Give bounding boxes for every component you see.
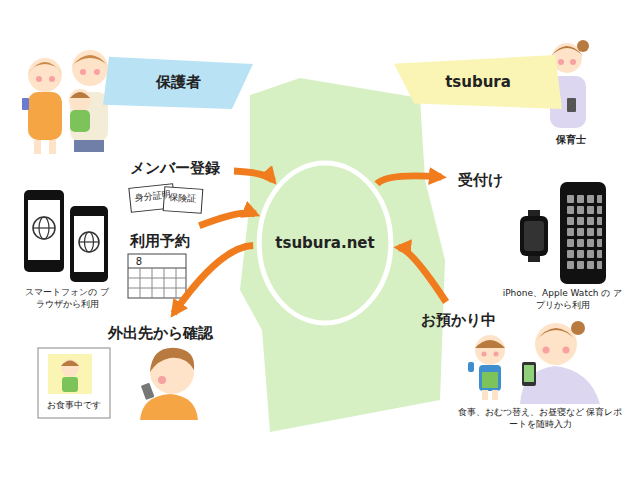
smartphone-icons (24, 190, 108, 282)
node-text: tsubura (441, 71, 515, 93)
role-label: 保育士 (548, 133, 594, 146)
node-text: 利用予約 (126, 230, 194, 252)
step-label: 外出先から確認 (100, 320, 221, 346)
parent-band: 保護者 (103, 52, 253, 112)
flow-arrow (174, 246, 254, 314)
phone-screen-callout (38, 348, 110, 418)
caption-note: 食事、おむつ替え、お昼寝など 保育レポートを随時入力 (455, 407, 625, 430)
flow-arrow (199, 213, 255, 226)
step-label: お預かり中 (413, 307, 504, 333)
step-label: 利用予約 (122, 228, 198, 254)
id-card-icons (129, 184, 203, 214)
node-text: メンバー登録 (126, 157, 224, 179)
watch-and-iphone-icons (520, 182, 606, 284)
flow-arrow (377, 176, 442, 184)
node-text: 外出先から確認 (104, 322, 217, 344)
node-text: お預かり中 (417, 309, 500, 331)
tsubura-band: tsubura (394, 55, 562, 109)
step-label: 受付け (450, 167, 511, 193)
hub-ellipse: tsubura.net (255, 158, 395, 328)
step-label: メンバー登録 (122, 155, 228, 181)
screen-text: お食事中です (40, 400, 108, 412)
card-text: 保険証 (165, 192, 202, 206)
caption-note: スマートフォンの ブラウザから利用 (22, 287, 112, 310)
node-text: 保護者 (152, 71, 205, 93)
family-figure (22, 50, 108, 154)
parent-with-phone-figure (140, 348, 198, 420)
node-text: 受付け (454, 169, 507, 191)
calendar-icon (128, 254, 186, 298)
calendar-date: 8 (128, 255, 150, 268)
node-text: tsubura.net (271, 232, 378, 254)
flow-arrow (399, 248, 446, 303)
childcare-figure (468, 321, 600, 404)
flow-arrow (234, 171, 273, 181)
caption-note: iPhone、Apple Watch の アプリから利用 (500, 288, 625, 311)
